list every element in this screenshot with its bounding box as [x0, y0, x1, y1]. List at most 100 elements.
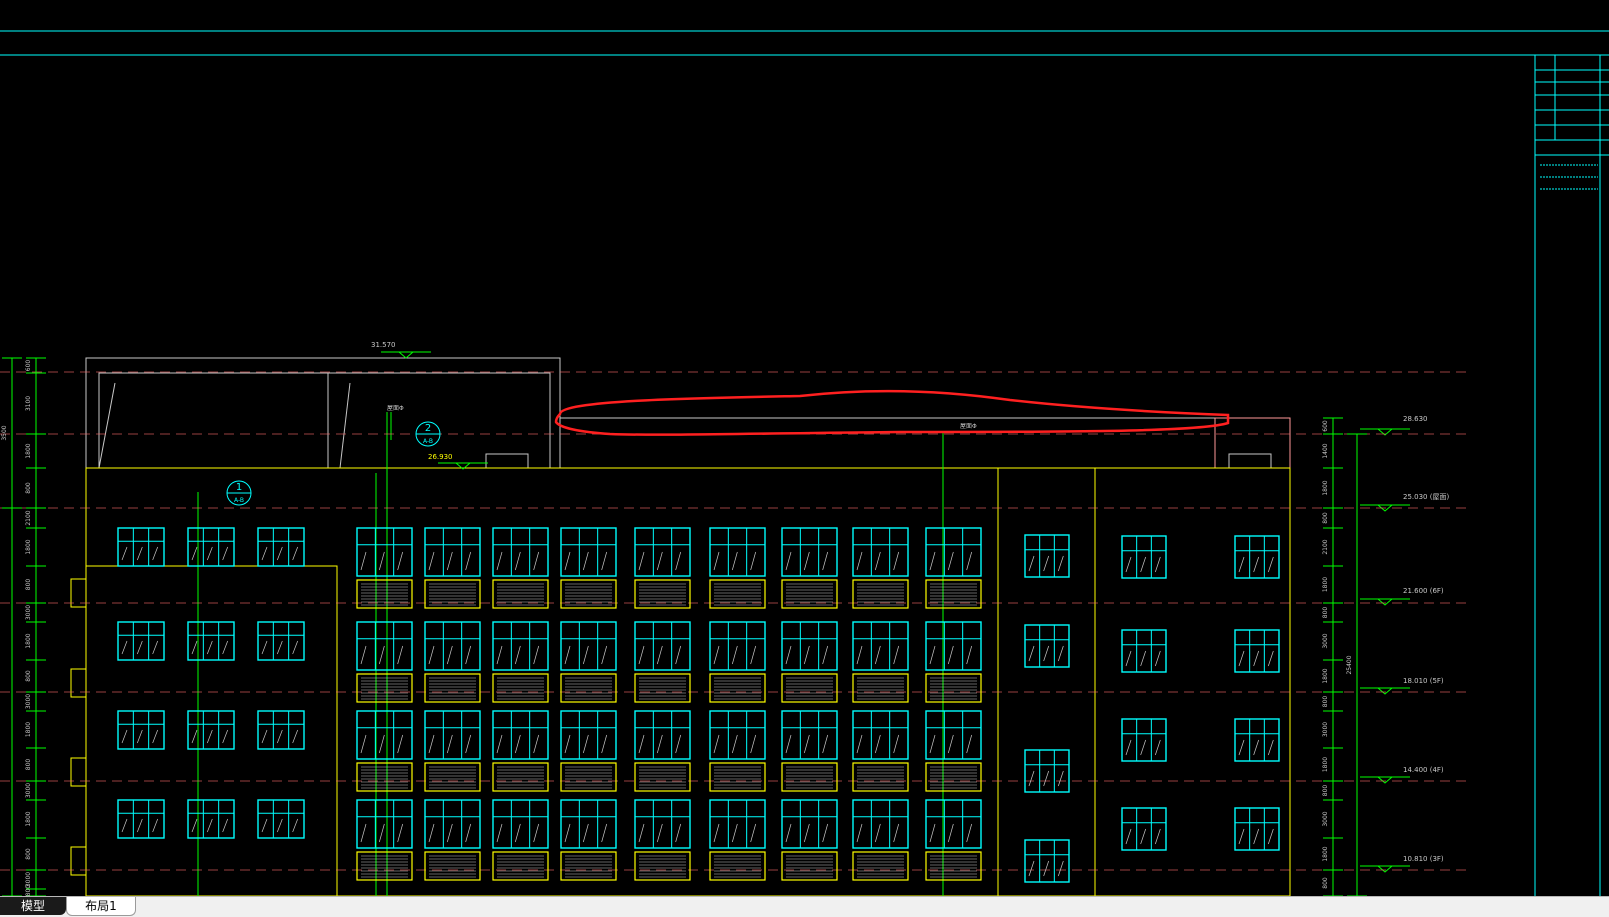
- win-left-r0-c2-glass-0: [261, 546, 268, 561]
- win-mid-r1-c1-glass-1: [446, 645, 453, 665]
- right-dim-chain-label-9: 800: [1322, 696, 1329, 708]
- louvre-mid-r3-c5: [709, 851, 766, 881]
- louvre-mid-r1-c6: [781, 673, 838, 703]
- right-dim-chain-label-15: 800: [1322, 877, 1329, 889]
- axis-marker-1-sub: A-B: [234, 497, 244, 504]
- louvre-mid-r3-c6-frame: [781, 851, 838, 881]
- win-mid-r1-c3-glass-0: [564, 645, 571, 665]
- win-mid-r3-c3-glass-0: [564, 823, 571, 843]
- win-mid-r1-c2-frame: [492, 621, 549, 671]
- louvre-mid-r2-c5: [709, 762, 766, 792]
- win-mid-r1-c5: [709, 621, 766, 671]
- win-left-r0-c0-frame: [117, 527, 165, 567]
- win-mid-r0-c0: [356, 527, 413, 577]
- win-left-r3-c2-glass-0: [261, 818, 268, 833]
- louvre-mid-r1-c8: [925, 673, 982, 703]
- win-right-r1-c1-glass-1: [1253, 650, 1259, 667]
- win-left-r3-c2: [257, 799, 305, 839]
- louvre-mid-r3-c6: [781, 851, 838, 881]
- right-total-chain-label-0: 25400: [1346, 655, 1353, 674]
- win-left-r2-c1-glass-1: [207, 729, 213, 744]
- win-mid-r1-c7-glass-2: [893, 645, 900, 665]
- win-right-r2-c0: [1121, 718, 1167, 762]
- win-mid-r3-c2-glass-2: [533, 823, 540, 843]
- win-mid-r1-c8-glass-0: [929, 645, 936, 665]
- win-left-r1-c2: [257, 621, 305, 661]
- win-left-r1-c0-glass-2: [152, 640, 158, 655]
- win-mid-r2-c7-glass-1: [874, 734, 881, 754]
- louvre-mid-r3-c1: [424, 851, 481, 881]
- win-stair-3-glass-0: [1028, 860, 1035, 877]
- win-mid-r2-c0-frame: [356, 710, 413, 760]
- win-left-r2-c0-glass-2: [152, 729, 158, 744]
- right-elevation-1: 25.030 (屋面): [1403, 493, 1449, 501]
- win-mid-r2-c7-glass-0: [856, 734, 863, 754]
- win-mid-r3-c8-glass-0: [929, 823, 936, 843]
- axis-marker-2: 2 A-B: [415, 421, 441, 447]
- win-right-r3-c0-glass-2: [1155, 828, 1161, 845]
- louvre-mid-r2-c2: [492, 762, 549, 792]
- win-right-r0-c0: [1121, 535, 1167, 579]
- win-left-r0-c1-glass-0: [191, 546, 198, 561]
- win-mid-r1-c4-frame: [634, 621, 691, 671]
- louvre-mid-r3-c0-frame: [356, 851, 413, 881]
- right-dim-chain-label-0: 600: [1322, 420, 1329, 432]
- louvre-mid-r3-c7: [852, 851, 909, 881]
- left-dim-chain-label-13: 3000: [25, 783, 32, 798]
- win-stair-3-glass-1: [1043, 860, 1049, 877]
- win-mid-r0-c7-glass-1: [874, 551, 881, 571]
- win-stair-1: [1024, 624, 1070, 668]
- win-right-r1-c0-glass-2: [1155, 650, 1161, 667]
- win-mid-r3-c6-glass-0: [785, 823, 792, 843]
- win-mid-r2-c3-glass-2: [601, 734, 608, 754]
- right-dim-chain-label-2: 1800: [1322, 480, 1329, 495]
- win-left-r0-c0-glass-0: [121, 546, 128, 561]
- win-mid-r0-c5-glass-0: [713, 551, 720, 571]
- win-mid-r3-c2-glass-0: [496, 823, 503, 843]
- win-mid-r0-c4-glass-1: [656, 551, 663, 571]
- louvre-mid-r3-c3-frame: [560, 851, 617, 881]
- louvre-mid-r2-c6-frame: [781, 762, 838, 792]
- win-left-r2-c0-glass-0: [121, 729, 128, 744]
- louvre-mid-r0-c7: [852, 579, 909, 609]
- right-dim-chain-label-12: 800: [1322, 785, 1329, 797]
- louvre-mid-r0-c8: [925, 579, 982, 609]
- win-left-r3-c1-glass-1: [207, 818, 213, 833]
- win-mid-r0-c7-glass-2: [893, 551, 900, 571]
- win-right-r3-c1-glass-0: [1238, 828, 1245, 845]
- left-dim-chain-label-8: 1800: [25, 633, 32, 648]
- win-mid-r3-c3-frame: [560, 799, 617, 849]
- win-right-r3-c0: [1121, 807, 1167, 851]
- left-dim-chain-label-2: 1800: [25, 443, 32, 458]
- win-right-r1-c1-glass-2: [1268, 650, 1274, 667]
- louvre-mid-r3-c8-frame: [925, 851, 982, 881]
- win-left-r2-c0-glass-1: [137, 729, 143, 744]
- win-mid-r3-c6-frame: [781, 799, 838, 849]
- win-mid-r1-c1-glass-2: [465, 645, 472, 665]
- win-left-r0-c1: [187, 527, 235, 567]
- win-left-r3-c1-glass-2: [222, 818, 228, 833]
- win-left-r2-c1-glass-2: [222, 729, 228, 744]
- win-stair-1-glass-1: [1043, 645, 1049, 662]
- win-mid-r2-c7-frame: [852, 710, 909, 760]
- tab-model[interactable]: 模型: [0, 897, 66, 915]
- win-mid-r2-c8: [925, 710, 982, 760]
- louvre-mid-r2-c3-frame: [560, 762, 617, 792]
- win-stair-2: [1024, 749, 1070, 793]
- louvre-mid-r3-c3: [560, 851, 617, 881]
- roof-label-left: 屋面Φ: [387, 405, 404, 412]
- win-left-r0-c0: [117, 527, 165, 567]
- tab-layout1[interactable]: 布局1: [66, 897, 136, 916]
- win-mid-r0-c8: [925, 527, 982, 577]
- level-marker-5: [1376, 687, 1394, 695]
- win-mid-r1-c5-glass-2: [750, 645, 757, 665]
- roof-panel-1: [98, 372, 329, 469]
- win-left-r1-c0-frame: [117, 621, 165, 661]
- win-mid-r1-c3: [560, 621, 617, 671]
- louvre-mid-r1-c8-frame: [925, 673, 982, 703]
- win-mid-r3-c0: [356, 799, 413, 849]
- louvre-mid-r3-c2: [492, 851, 549, 881]
- win-left-r2-c2-glass-0: [261, 729, 268, 744]
- win-mid-r1-c5-frame: [709, 621, 766, 671]
